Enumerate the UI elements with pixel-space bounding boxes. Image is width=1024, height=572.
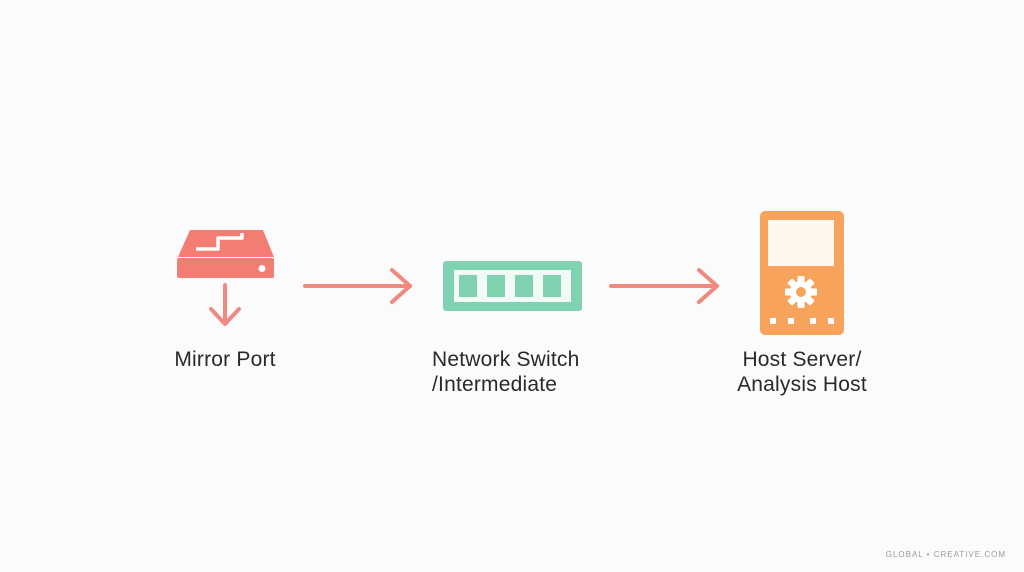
host-server-label-line1: Host Server/ [742,348,862,371]
watermark-logo: GLOBAL • CREATIVE.COM [885,550,1006,559]
host-server-label-line2: Analysis Host [737,373,867,396]
gear-icon [785,276,817,308]
flow-arrow-1 [303,268,412,304]
flow-arrow-2 [609,268,719,304]
host-server-icon [760,211,844,335]
network-switch-icon [443,261,582,311]
network-switch-label: Network Switch /Intermediate [420,347,612,397]
network-switch-label-line1: Network Switch [432,348,580,371]
mirror-port-icon [177,230,274,326]
mirror-port-label-line1: Mirror Port [174,348,276,371]
host-server-label: Host Server/ Analysis Host [722,347,882,397]
network-switch-label-line2: /Intermediate [432,373,558,396]
mirror-port-label: Mirror Port [150,347,300,372]
